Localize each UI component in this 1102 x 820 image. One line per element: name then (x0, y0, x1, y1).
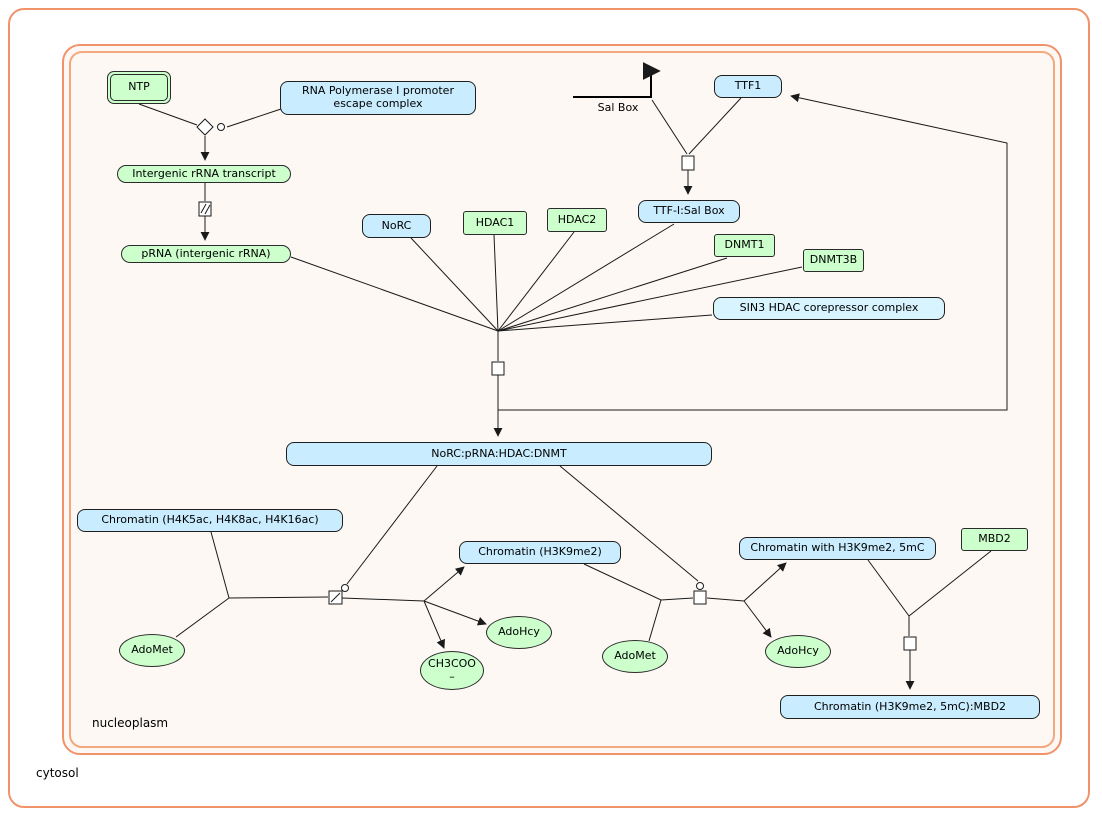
node-sin3-hdac-corepressor-complex[interactable]: SIN3 HDAC corepressor complex (713, 297, 945, 320)
nucleoplasm-label: nucleoplasm (92, 716, 169, 730)
node-label: pRNA (intergenic rRNA) (141, 246, 271, 260)
node-label: TTF1 (734, 79, 762, 93)
reaction-node-norc-complex-assembly[interactable] (491, 361, 505, 376)
node-label: DNMT3B (809, 253, 858, 267)
node-label: SIN3 HDAC corepressor complex (739, 301, 919, 315)
node-label: RNA Polymerase I promoter escape complex (302, 84, 454, 110)
node-label: HDAC1 (475, 215, 515, 229)
node-mbd2[interactable]: MBD2 (961, 528, 1028, 551)
gene-symbol[interactable] (573, 62, 661, 98)
node-label: DNMT1 (724, 238, 765, 252)
node-label: NoRC:pRNA:HDAC:DNMT (431, 446, 567, 460)
node-adohcy-left[interactable]: AdoHcy (486, 616, 552, 649)
node-label: AdoMet (131, 643, 173, 657)
node-label: AdoHcy (777, 644, 819, 658)
node-ttf1[interactable]: TTF1 (714, 75, 782, 98)
node-dnmt3b[interactable]: DNMT3B (803, 249, 864, 272)
node-label: NoRC (381, 218, 412, 232)
node-label: CH3COO (428, 656, 476, 670)
compartment-nucleoplasm (62, 44, 1062, 755)
reaction-node-processing[interactable] (198, 201, 212, 217)
node-ntp[interactable]: NTP (107, 71, 171, 104)
node-label: MBD2 (978, 532, 1011, 546)
node-hdac1[interactable]: HDAC1 (463, 211, 527, 235)
reaction-node-ttf1-salbox-binding[interactable] (681, 155, 695, 171)
node-label: NTP (128, 80, 150, 94)
catalyst-port-deacetylation (341, 584, 349, 592)
omitted-slash-icon (204, 204, 211, 215)
node-adomet-left[interactable]: AdoMet (119, 634, 185, 667)
node-label: Chromatin (H3K9me2) (478, 545, 602, 559)
node-label: AdoHcy (498, 625, 540, 639)
node-label: TTF-I:Sal Box (653, 204, 725, 218)
node-ch3coo[interactable]: CH3COO – (420, 651, 484, 690)
node-label: AdoMet (614, 649, 656, 663)
sal-box-gene-label: Sal Box (597, 101, 639, 114)
node-prna[interactable]: pRNA (intergenic rRNA) (121, 245, 291, 263)
node-norc[interactable]: NoRC (362, 214, 431, 238)
node-chromatin-h3k9me2-5mc-mbd2[interactable]: Chromatin (H3K9me2, 5mC):MBD2 (780, 695, 1040, 719)
node-adomet-right[interactable]: AdoMet (602, 640, 668, 673)
reaction-node-mbd2-binding[interactable] (903, 636, 917, 651)
omitted-slash-icon (200, 203, 207, 214)
reaction-node-transcription[interactable] (196, 118, 214, 136)
node-chromatin-h3k9me2[interactable]: Chromatin (H3K9me2) (459, 541, 621, 564)
node-label: HDAC2 (557, 212, 597, 226)
omitted-slash-icon (330, 592, 341, 603)
node-label: Chromatin (H3K9me2, 5mC):MBD2 (813, 699, 1007, 713)
node-intergenic-rrna-transcript[interactable]: Intergenic rRNA transcript (117, 165, 291, 183)
node-charge-label: – (449, 669, 455, 683)
node-ttf-i-sal-box[interactable]: TTF-I:Sal Box (638, 200, 740, 223)
node-adohcy-right[interactable]: AdoHcy (765, 635, 831, 668)
node-rna-polymerase-i-complex[interactable]: RNA Polymerase I promoter escape complex (280, 81, 476, 115)
cytosol-label: cytosol (36, 766, 79, 780)
node-dnmt1[interactable]: DNMT1 (714, 234, 775, 257)
node-hdac2[interactable]: HDAC2 (547, 208, 607, 232)
node-chromatin-acetylated[interactable]: Chromatin (H4K5ac, H4K8ac, H4K16ac) (77, 509, 343, 532)
node-chromatin-h3k9me2-5mc[interactable]: Chromatin with H3K9me2, 5mC (739, 537, 936, 560)
reaction-node-dna-methylation[interactable] (693, 590, 707, 605)
edge-lines (138, 93, 1008, 690)
node-label: Intergenic rRNA transcript (132, 166, 276, 180)
catalyst-port-dna-methylation (696, 582, 704, 590)
node-label: Chromatin with H3K9me2, 5mC (750, 541, 925, 555)
node-norc-prna-hdac-dnmt[interactable]: NoRC:pRNA:HDAC:DNMT (286, 442, 712, 466)
catalyst-port-transcription (217, 123, 225, 131)
node-label: Chromatin (H4K5ac, H4K8ac, H4K16ac) (101, 513, 319, 527)
